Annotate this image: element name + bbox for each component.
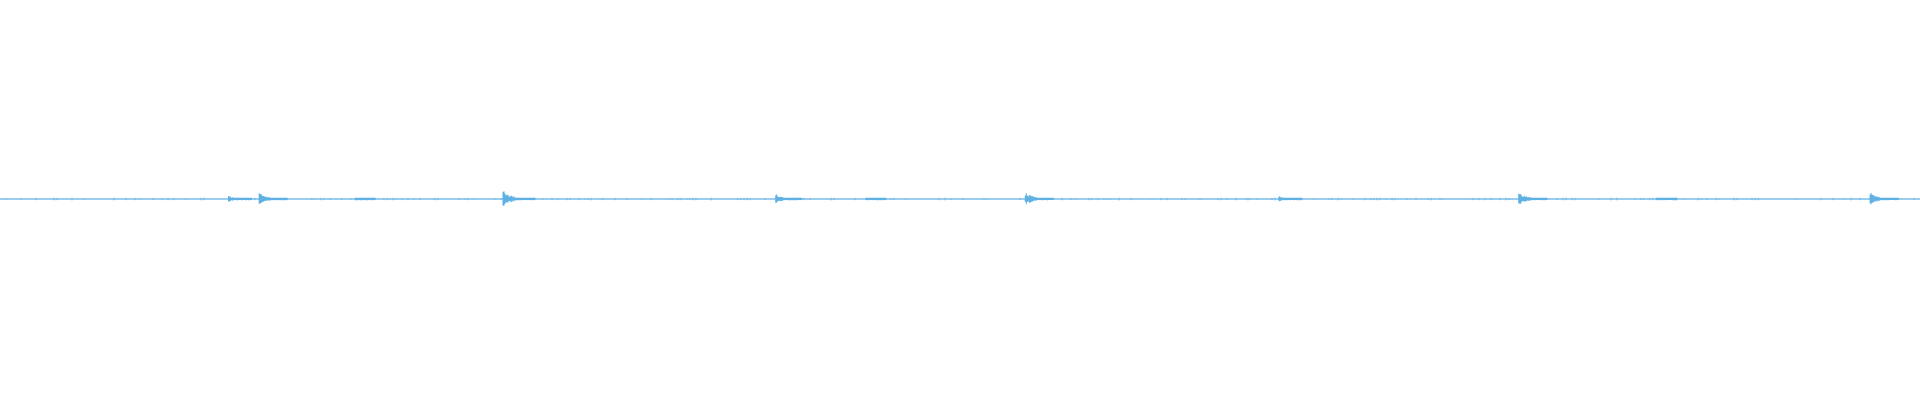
waveform-burst-2 [258,193,288,204]
waveform-bursts [5,191,1915,206]
waveform-burst-9 [1518,193,1548,204]
waveform-burst-4 [502,191,536,206]
waveform-burst-11 [1869,193,1899,205]
waveform-burst-6 [865,197,887,201]
waveform-noise [5,197,1915,201]
waveform-burst-7 [1024,193,1054,205]
waveform-burst-1 [228,196,252,202]
waveform-burst-5 [775,194,803,203]
waveform-burst-10 [1656,197,1678,201]
